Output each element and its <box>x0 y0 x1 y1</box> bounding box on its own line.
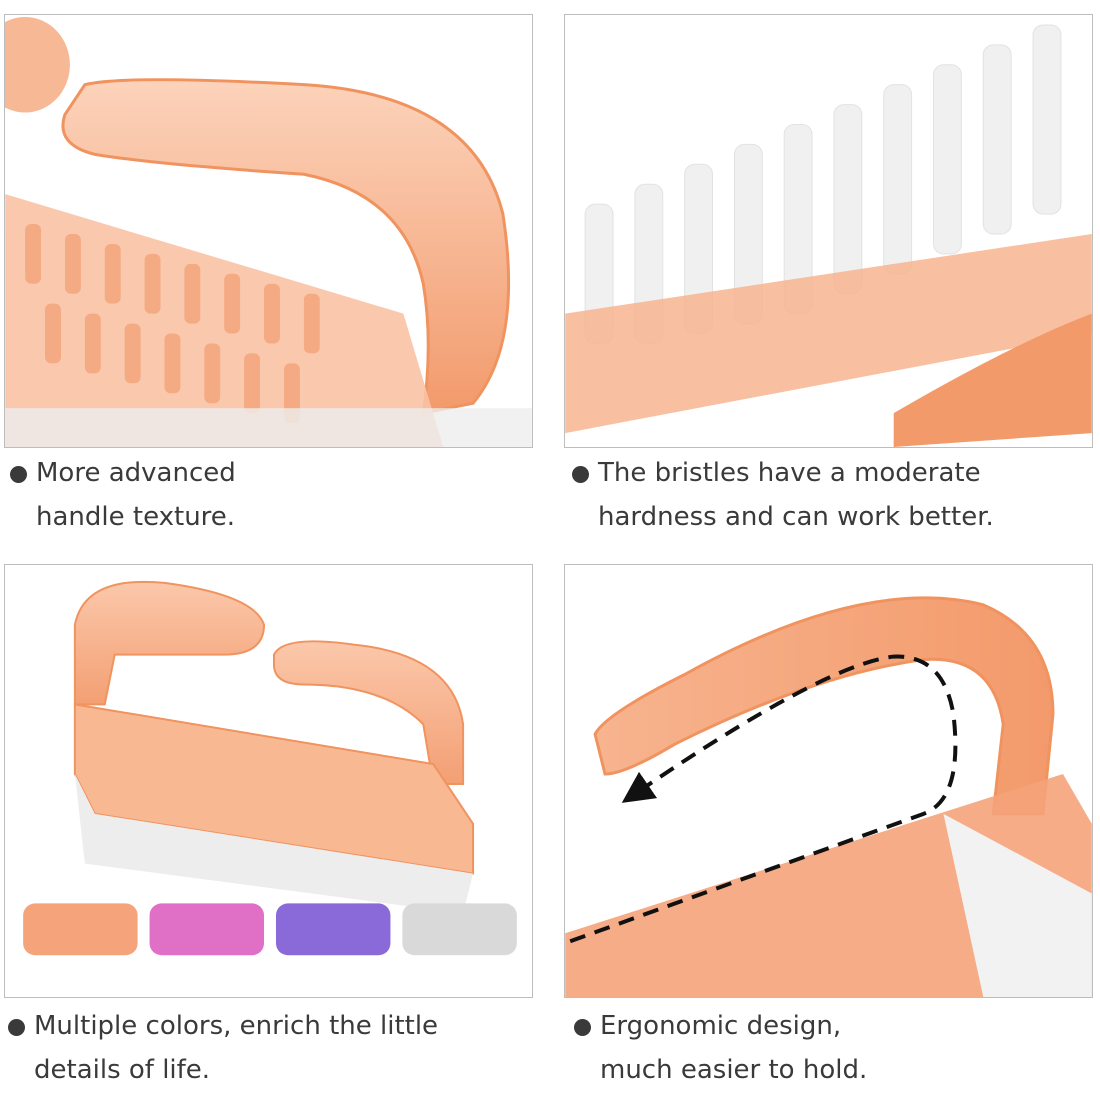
bullet-dot <box>574 1019 591 1036</box>
caption-line-2: details of life. <box>34 1055 211 1085</box>
photo-handle-closeup <box>4 14 533 448</box>
caption-line-1: The bristles have a moderate <box>598 458 981 488</box>
color-swatches <box>23 903 517 956</box>
bullet-dot <box>8 1019 25 1036</box>
ergonomic-design-illustration <box>565 596 1092 997</box>
photo-ergonomic-design <box>564 564 1093 998</box>
caption-ergonomic-design: Ergonomic design, much easier to hold. <box>574 1004 867 1092</box>
photo-multiple-colors <box>4 564 533 998</box>
multiple-colors-illustration <box>23 580 517 956</box>
caption-line-2: much easier to hold. <box>600 1055 868 1085</box>
handle-closeup-illustration <box>5 17 532 447</box>
bullet-dot <box>572 466 589 483</box>
bullet-dot <box>10 466 27 483</box>
caption-line-1: Multiple colors, enrich the little <box>34 1011 439 1041</box>
caption-line-1: More advanced <box>36 458 236 488</box>
caption-line-1: Ergonomic design, <box>600 1011 842 1041</box>
caption-multiple-colors: Multiple colors, enrich the little detai… <box>8 1004 438 1092</box>
caption-line-2: hardness and can work better. <box>598 502 994 532</box>
caption-handle-texture: More advanced handle texture. <box>10 451 236 539</box>
caption-bristles: The bristles have a moderate hardness an… <box>572 451 994 539</box>
caption-line-2: handle texture. <box>36 502 236 532</box>
bristles-closeup-illustration <box>565 24 1092 447</box>
photo-bristles-closeup <box>564 14 1093 448</box>
